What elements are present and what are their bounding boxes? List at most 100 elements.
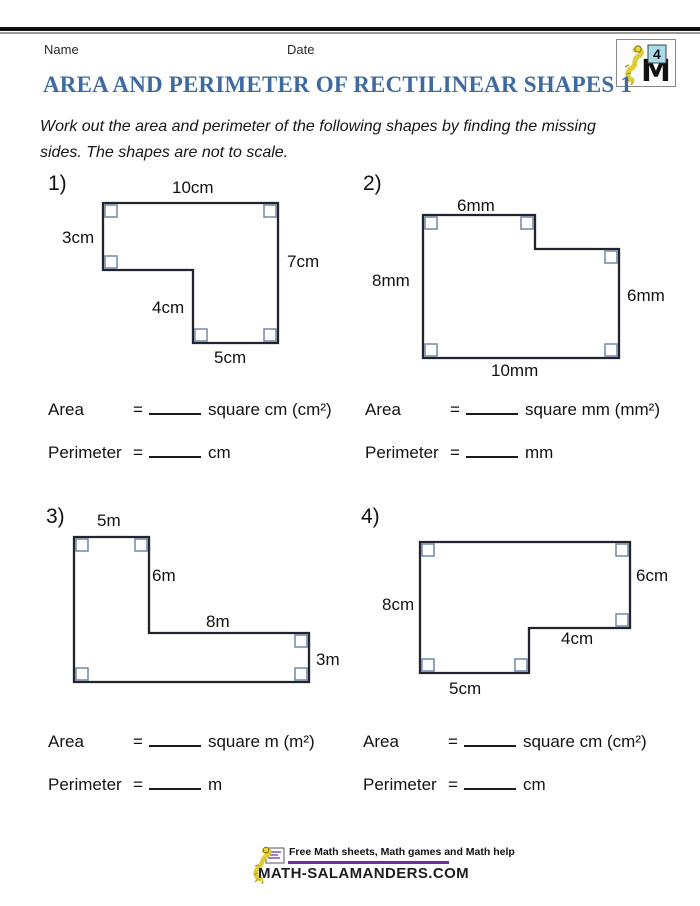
- area-label: Area: [48, 400, 84, 419]
- shape-2-outline: [421, 213, 621, 360]
- shape-4-inner-label: 4cm: [561, 629, 594, 648]
- equals-sign: =: [450, 400, 460, 419]
- salamander-legs: [624, 64, 634, 86]
- salamander-legs: [253, 864, 264, 885]
- footer-salamander-icon: [253, 846, 285, 885]
- equals-sign: =: [133, 400, 143, 419]
- equals-sign: =: [133, 732, 143, 751]
- problem-1-area-row: Area = square cm (cm²): [48, 400, 332, 420]
- instructions-line1: Work out the area and perimeter of the f…: [40, 118, 596, 135]
- right-angle-marker: [421, 658, 435, 672]
- problem-4-area-row: Area = square cm (cm²): [363, 732, 647, 752]
- problem-1-number: 1): [48, 172, 67, 195]
- salamander-body: [253, 847, 272, 882]
- right-angle-marker: [520, 216, 534, 230]
- perimeter-unit: mm: [524, 443, 554, 462]
- shape-4-outline: [418, 540, 632, 675]
- perimeter-label: Perimeter: [48, 443, 122, 462]
- shape-3-inner-h-label: 8m: [206, 612, 230, 631]
- right-angle-marker: [514, 658, 528, 672]
- right-angle-marker: [104, 204, 118, 218]
- area-label: Area: [363, 732, 399, 751]
- right-angle-marker: [134, 538, 148, 552]
- shape-3-inner-v-label: 6m: [152, 566, 176, 585]
- problem-2-perimeter-row: Perimeter = mm: [365, 443, 553, 463]
- problem-3-perimeter-row: Perimeter = m: [48, 775, 222, 795]
- area-unit: square cm (cm²): [207, 400, 332, 419]
- shape-2-bottom-label: 10mm: [491, 361, 539, 380]
- answer-blank: [463, 733, 516, 747]
- answer-blank: [148, 733, 201, 747]
- perimeter-unit: cm: [522, 775, 546, 794]
- perimeter-unit: cm: [207, 443, 231, 462]
- problem-2-number: 2): [363, 172, 382, 195]
- answer-blank: [463, 776, 516, 790]
- shape-2-top-label: 6mm: [457, 196, 495, 215]
- grade-board: [647, 44, 667, 64]
- area-label: Area: [365, 400, 401, 419]
- name-label: Name: [44, 42, 79, 57]
- shape-3-outline: [72, 535, 311, 684]
- problem-4-number: 4): [361, 505, 380, 528]
- area-unit: square cm (cm²): [522, 732, 647, 751]
- shape-3-right-label: 3m: [316, 650, 340, 669]
- perimeter-unit: m: [207, 775, 223, 794]
- shape-1-bottom-label: 5cm: [214, 348, 247, 367]
- salamander-easel-icon: M 4: [624, 44, 671, 89]
- shape-4-bottom-label: 5cm: [449, 679, 482, 698]
- right-angle-marker: [615, 613, 629, 627]
- shape-3-top-label: 5m: [97, 511, 121, 530]
- right-angle-marker: [194, 328, 208, 342]
- page-title: AREA AND PERIMETER OF RECTILINEAR SHAPES…: [43, 72, 633, 97]
- answer-blank: [465, 401, 518, 415]
- right-angle-marker: [263, 204, 277, 218]
- shape-1-outline: [101, 201, 280, 345]
- problem-3-area-row: Area = square m (m²): [48, 732, 315, 752]
- shape-2-left-label: 8mm: [372, 271, 410, 290]
- shape-1-right-label: 7cm: [287, 252, 320, 271]
- problem-4-perimeter-row: Perimeter=cm: [363, 775, 546, 795]
- right-angle-marker: [615, 543, 629, 557]
- right-angle-marker: [424, 216, 438, 230]
- area-unit: square mm (mm²): [524, 400, 660, 419]
- answer-blank: [148, 776, 201, 790]
- right-angle-marker: [421, 543, 435, 557]
- area-unit: square m (m²): [207, 732, 315, 751]
- right-angle-marker: [294, 667, 308, 681]
- grade-number: 4: [653, 46, 661, 62]
- shape-1-top-label: 10cm: [172, 178, 214, 197]
- salamander-head: [634, 45, 642, 53]
- right-angle-marker: [604, 343, 618, 357]
- equals-sign: =: [133, 775, 143, 794]
- instructions-line2: sides. The shapes are not to scale.: [40, 144, 289, 161]
- footer-purple-rule: [288, 861, 449, 864]
- equals-sign: =: [450, 443, 460, 462]
- area-label: Area: [48, 732, 84, 751]
- perimeter-label: Perimeter: [48, 775, 122, 794]
- equals-sign: =: [133, 443, 143, 462]
- top-rule-shadow: [0, 32, 700, 34]
- answer-blank: [465, 444, 518, 458]
- perimeter-label: Perimeter: [363, 775, 437, 794]
- perimeter-label: Perimeter: [365, 443, 439, 462]
- right-angle-marker: [75, 667, 89, 681]
- right-angle-marker: [294, 634, 308, 648]
- answer-blank: [148, 444, 201, 458]
- footer-tagline: Free Math sheets, Math games and Math he…: [289, 846, 515, 858]
- right-angle-marker: [424, 343, 438, 357]
- right-angle-marker: [75, 538, 89, 552]
- right-angle-marker: [604, 250, 618, 264]
- shape-2-right-label: 6mm: [627, 286, 665, 305]
- problem-2-area-row: Area = square mm (mm²): [365, 400, 660, 420]
- right-angle-marker: [104, 255, 118, 269]
- grade-logo: M 4: [616, 39, 676, 89]
- salamander-head: [262, 846, 270, 854]
- problem-3-number: 3): [46, 505, 65, 528]
- top-rule: [0, 27, 700, 31]
- equals-sign: =: [448, 732, 458, 751]
- right-angle-marker: [263, 328, 277, 342]
- problem-1-perimeter-row: Perimeter = cm: [48, 443, 231, 463]
- shape-1-inner-label: 4cm: [152, 298, 185, 317]
